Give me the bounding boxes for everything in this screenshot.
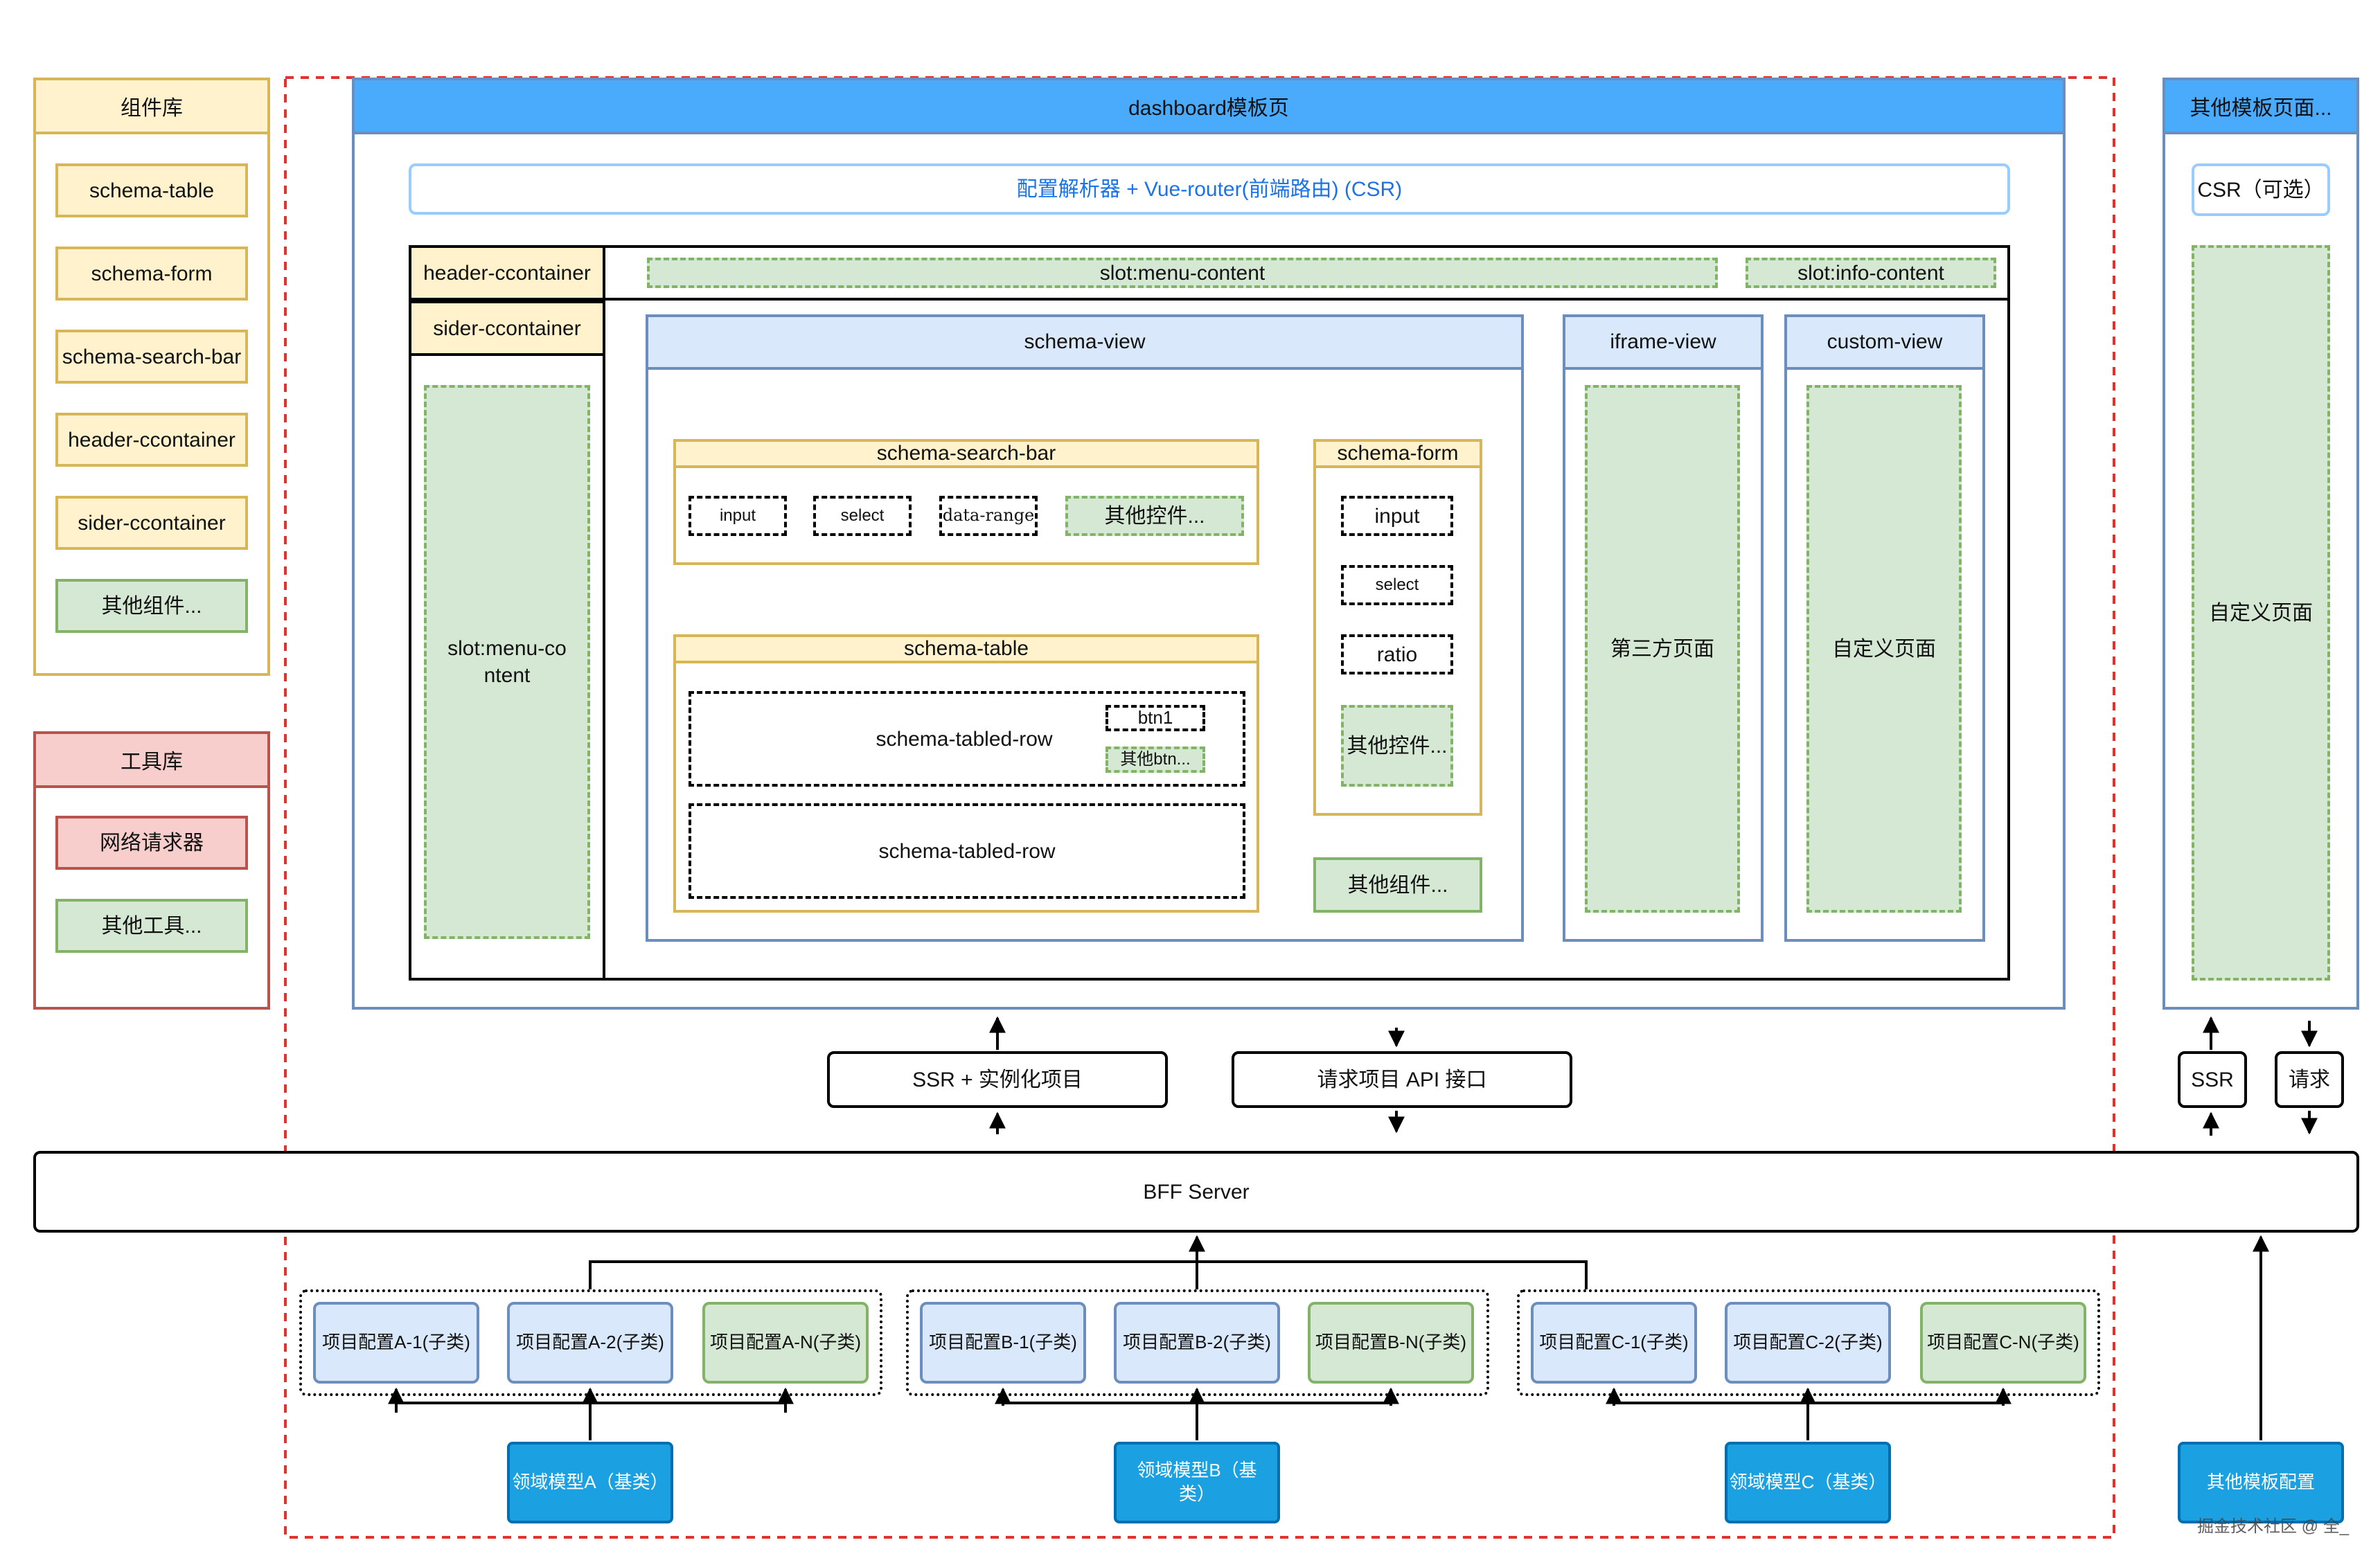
table-btn1: btn1 xyxy=(1105,705,1205,731)
schema-tabled-row-2: schema-tabled-row xyxy=(689,803,1245,899)
sider-ccontainer-box: sider-ccontainer xyxy=(409,301,605,356)
schema-tabled-row-1-label: schema-tabled-row xyxy=(876,727,1053,751)
tool-item-other: 其他工具... xyxy=(55,899,248,953)
component-item-other: 其他组件... xyxy=(55,579,248,633)
custom-page: 自定义页面 xyxy=(1806,385,1962,913)
custom-view-title: custom-view xyxy=(1784,314,1985,370)
table-btn-other: 其他btn... xyxy=(1105,746,1205,773)
slot-menu-content-header: slot:menu-content xyxy=(647,258,1718,288)
groups-to-bff-connector xyxy=(589,1260,1588,1289)
group-b-frame xyxy=(906,1289,1489,1396)
ssr-box: SSR xyxy=(2178,1051,2247,1108)
component-library-title: 组件库 xyxy=(33,78,270,134)
tool-item-network-requester: 网络请求器 xyxy=(55,816,248,870)
form-control-other: 其他控件... xyxy=(1341,705,1453,787)
component-item-schema-search-bar: schema-search-bar xyxy=(55,330,248,384)
config-c-2: 项目配置C-2(子类) xyxy=(1725,1302,1891,1384)
form-control-ratio: ratio xyxy=(1341,634,1453,674)
bff-server: BFF Server xyxy=(33,1151,2359,1233)
layout-header-divider xyxy=(409,298,2010,301)
schema-table-title: schema-table xyxy=(673,634,1259,663)
domain-model-c: 领域模型C（基类） xyxy=(1725,1442,1891,1523)
slot-info-content: slot:info-content xyxy=(1746,258,1996,288)
search-control-other: 其他控件... xyxy=(1065,496,1244,536)
config-a-n: 项目配置A-N(子类) xyxy=(702,1302,869,1384)
config-a-2: 项目配置A-2(子类) xyxy=(507,1302,673,1384)
form-control-input: input xyxy=(1341,496,1453,536)
config-parser-bar: 配置解析器 + Vue-router(前端路由) (CSR) xyxy=(409,163,2010,215)
slot-menu-content-side: slot:menu-content xyxy=(424,385,590,939)
schema-view-title: schema-view xyxy=(646,314,1524,370)
tool-library-title: 工具库 xyxy=(33,731,270,788)
slot-menu-content-side-label: slot:menu-content xyxy=(447,637,567,687)
config-a-1: 项目配置A-1(子类) xyxy=(313,1302,479,1384)
config-b-2: 项目配置B-2(子类) xyxy=(1114,1302,1280,1384)
config-b-1: 项目配置B-1(子类) xyxy=(920,1302,1086,1384)
ssr-instance-box: SSR + 实例化项目 xyxy=(827,1051,1168,1108)
dashboard-title: dashboard模板页 xyxy=(352,78,2066,134)
group-c-frame xyxy=(1517,1289,2100,1396)
search-control-input: input xyxy=(689,496,787,536)
schema-form-title: schema-form xyxy=(1313,439,1482,468)
search-control-data-range: data-range xyxy=(939,496,1038,536)
layout-side-divider xyxy=(603,245,605,981)
csr-optional-box: CSR（可选） xyxy=(2192,163,2330,216)
iframe-view-title: iframe-view xyxy=(1563,314,1764,370)
third-party-page: 第三方页面 xyxy=(1585,385,1740,913)
search-control-select: select xyxy=(813,496,912,536)
other-template-config: 其他模板配置 xyxy=(2178,1442,2344,1523)
group-a-frame xyxy=(299,1289,882,1396)
request-api-box: 请求项目 API 接口 xyxy=(1232,1051,1572,1108)
other-templates-title: 其他模板页面... xyxy=(2163,78,2359,134)
domain-model-b-label: 领域模型B（基类） xyxy=(1137,1460,1257,1504)
config-b-n: 项目配置B-N(子类) xyxy=(1308,1302,1474,1384)
component-item-sider-ccontainer: sider-ccontainer xyxy=(55,496,248,550)
config-c-n: 项目配置C-N(子类) xyxy=(1920,1302,2086,1384)
component-item-header-ccontainer: header-ccontainer xyxy=(55,413,248,467)
domain-model-a: 领域模型A（基类） xyxy=(507,1442,673,1523)
domain-model-b: 领域模型B（基类） xyxy=(1114,1442,1280,1523)
other-components-box: 其他组件... xyxy=(1313,857,1482,913)
config-c-1: 项目配置C-1(子类) xyxy=(1531,1302,1697,1384)
form-control-select: select xyxy=(1341,565,1453,605)
request-box: 请求 xyxy=(2275,1051,2344,1108)
component-item-schema-table: schema-table xyxy=(55,163,248,217)
watermark: 掘金技术社区 @ 全_ xyxy=(2197,1517,2350,1536)
header-ccontainer-box: header-ccontainer xyxy=(409,245,605,301)
schema-search-bar-title: schema-search-bar xyxy=(673,439,1259,468)
component-item-schema-form: schema-form xyxy=(55,247,248,301)
other-templates-custom-page: 自定义页面 xyxy=(2192,245,2330,981)
